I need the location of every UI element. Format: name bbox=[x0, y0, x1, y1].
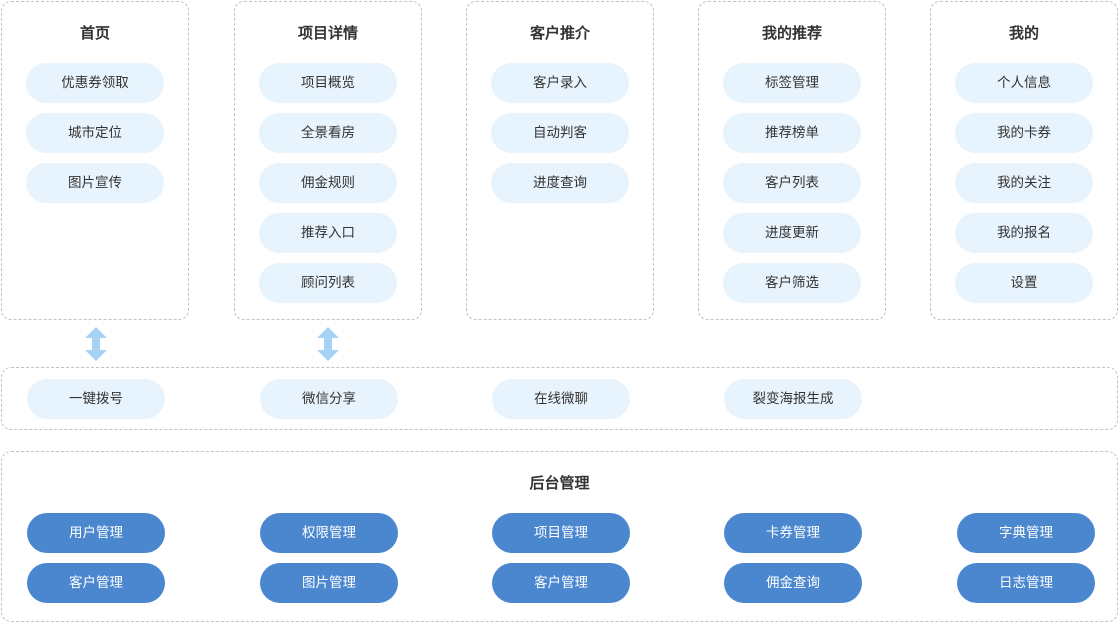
double-arrow-icon bbox=[317, 327, 339, 361]
column-title: 项目详情 bbox=[297, 24, 358, 42]
feature-pill: 我的卡券 bbox=[955, 113, 1093, 153]
feature-pill: 推荐入口 bbox=[259, 213, 397, 253]
feature-pill: 微信分享 bbox=[260, 379, 398, 419]
backend-pill: 用户管理 bbox=[27, 513, 165, 553]
backend-section: 后台管理 用户管理 权限管理 项目管理 卡券管理 字典管理 客户管理 图片管理 … bbox=[1, 451, 1118, 622]
feature-pill: 客户列表 bbox=[723, 163, 861, 203]
feature-pill: 我的报名 bbox=[955, 213, 1093, 253]
backend-pill: 卡券管理 bbox=[724, 513, 862, 553]
backend-pill: 客户管理 bbox=[27, 563, 165, 603]
feature-pill: 推荐榜单 bbox=[723, 113, 861, 153]
backend-pill: 日志管理 bbox=[957, 563, 1095, 603]
feature-pill: 自动判客 bbox=[491, 113, 629, 153]
backend-pill: 项目管理 bbox=[492, 513, 630, 553]
column-home: 首页 优惠券领取 城市定位 图片宣传 bbox=[1, 1, 189, 320]
feature-pill: 顾问列表 bbox=[259, 263, 397, 303]
feature-pill: 客户录入 bbox=[491, 63, 629, 103]
feature-pill: 裂变海报生成 bbox=[724, 379, 862, 419]
column-title: 我的 bbox=[1008, 24, 1039, 42]
feature-pill: 一键拨号 bbox=[27, 379, 165, 419]
backend-pill: 字典管理 bbox=[957, 513, 1095, 553]
feature-pill: 标签管理 bbox=[723, 63, 861, 103]
feature-pill: 进度查询 bbox=[491, 163, 629, 203]
feature-pill: 项目概览 bbox=[259, 63, 397, 103]
shared-features-section: 一键拨号 微信分享 在线微聊 裂变海报生成 bbox=[1, 367, 1118, 430]
backend-pill: 图片管理 bbox=[260, 563, 398, 603]
backend-pill: 权限管理 bbox=[260, 513, 398, 553]
feature-pill: 城市定位 bbox=[26, 113, 164, 153]
feature-pill: 我的关注 bbox=[955, 163, 1093, 203]
column-my-recommendations: 我的推荐 标签管理 推荐榜单 客户列表 进度更新 客户筛选 bbox=[698, 1, 886, 320]
column-mine: 我的 个人信息 我的卡券 我的关注 我的报名 设置 bbox=[930, 1, 1118, 320]
feature-pill: 佣金规则 bbox=[259, 163, 397, 203]
feature-pill: 全景看房 bbox=[259, 113, 397, 153]
feature-pill: 个人信息 bbox=[955, 63, 1093, 103]
feature-pill: 进度更新 bbox=[723, 213, 861, 253]
feature-pill: 客户筛选 bbox=[723, 263, 861, 303]
column-customer-referral: 客户推介 客户录入 自动判客 进度查询 bbox=[466, 1, 654, 320]
column-title: 我的推荐 bbox=[761, 24, 822, 42]
backend-pill: 客户管理 bbox=[492, 563, 630, 603]
feature-pill: 在线微聊 bbox=[492, 379, 630, 419]
double-arrow-icon bbox=[85, 327, 107, 361]
column-project-detail: 项目详情 项目概览 全景看房 佣金规则 推荐入口 顾问列表 bbox=[234, 1, 422, 320]
feature-pill: 图片宣传 bbox=[26, 163, 164, 203]
feature-pill: 优惠券领取 bbox=[26, 63, 164, 103]
column-title: 客户推介 bbox=[529, 24, 590, 42]
feature-pill: 设置 bbox=[955, 263, 1093, 303]
backend-pill: 佣金查询 bbox=[724, 563, 862, 603]
column-title: 首页 bbox=[79, 24, 110, 42]
section-title: 后台管理 bbox=[529, 474, 590, 492]
